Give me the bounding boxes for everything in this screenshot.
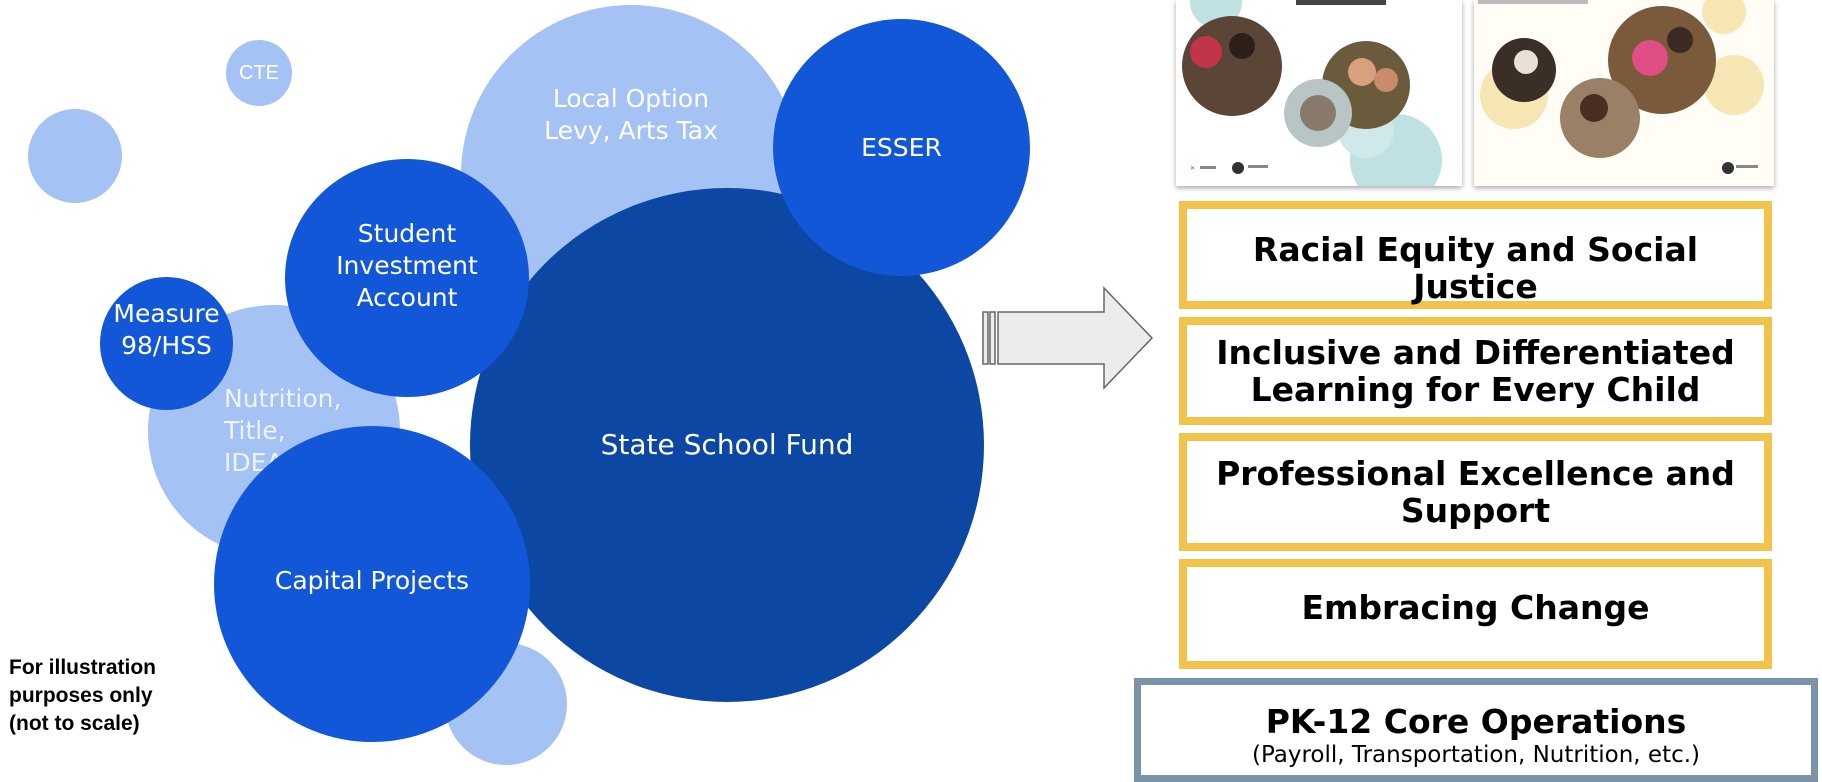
local-option-label: Local Option Levy, Arts Tax <box>544 84 718 145</box>
state-school-fund-label: State School Fund <box>600 428 854 461</box>
priority-label-professional-excellence: Professional Excellence and Support <box>1216 454 1735 530</box>
cte-bubble: CTE <box>226 40 292 106</box>
priority-box-inclusive-learning: Inclusive and Differentiated Learning fo… <box>1179 317 1772 425</box>
svg-text:✕: ✕ <box>1190 166 1195 172</box>
priority-label-racial-equity: Racial Equity and Social Justice <box>1252 230 1699 306</box>
small-bubble-left <box>28 109 122 203</box>
report-cover-left: ✕ <box>1176 0 1462 186</box>
capital-projects-label: Capital Projects <box>274 566 470 595</box>
measure-bubble: Measure 98/HSS <box>100 277 233 410</box>
report-cover-right-art <box>1474 0 1774 186</box>
core-operations-subtitle: (Payroll, Transportation, Nutrition, etc… <box>1251 742 1701 768</box>
report-cover-right <box>1474 0 1774 186</box>
illustration-footnote: For illustration purposes only (not to s… <box>9 656 156 735</box>
right-arrow-icon <box>982 286 1154 390</box>
priority-label-inclusive-learning: Inclusive and Differentiated Learning fo… <box>1216 333 1735 409</box>
core-operations-box: PK-12 Core Operations (Payroll, Transpor… <box>1134 678 1818 782</box>
priority-box-racial-equity: Racial Equity and Social Justice <box>1179 201 1772 309</box>
core-operations-title: PK-12 Core Operations <box>1265 702 1687 741</box>
esser-label: ESSER <box>861 132 942 162</box>
nutrition-label: Nutrition, Title, IDEA <box>224 384 342 477</box>
report-cover-left-art: ✕ <box>1182 0 1442 186</box>
student-investment-label: Student Investment Account <box>336 219 478 312</box>
priority-box-professional-excellence: Professional Excellence and Support <box>1179 433 1772 551</box>
student-investment-bubble: Student Investment Account <box>285 159 529 397</box>
measure-label: Measure 98/HSS <box>113 298 220 360</box>
state-school-fund-bubble: State School Fund <box>470 188 984 702</box>
capital-projects-bubble: Capital Projects <box>214 426 530 742</box>
cte-label: CTE <box>239 61 279 84</box>
priority-box-embracing-change: Embracing Change <box>1179 559 1772 669</box>
esser-bubble: ESSER <box>773 19 1030 276</box>
priority-label-embracing-change: Embracing Change <box>1301 588 1650 627</box>
